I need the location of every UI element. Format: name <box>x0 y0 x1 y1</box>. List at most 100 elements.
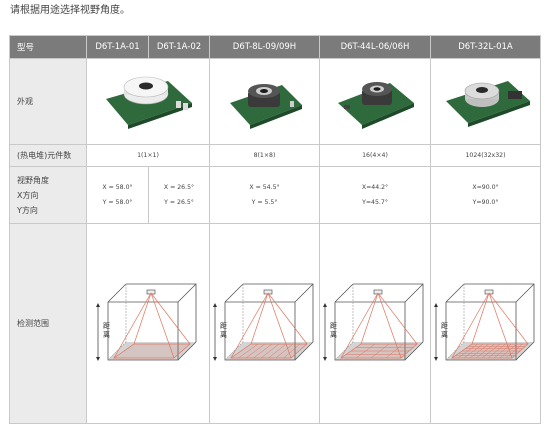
fov-x-3: X = 54.5° <box>249 184 280 191</box>
distance-label: 离 <box>103 330 110 339</box>
beam-line <box>471 292 489 344</box>
range-label: 检测范围 <box>9 223 87 424</box>
room-edge <box>177 341 197 360</box>
grid-line <box>245 343 265 358</box>
beam-line <box>488 292 512 358</box>
elements-value-3: 16(4×4) <box>319 144 431 167</box>
beam-line <box>451 292 489 358</box>
range-diagram-4: 距离 <box>430 223 541 424</box>
beam-line <box>267 292 291 358</box>
spec-table: 型号 D6T-1A-01 D6T-1A-02 D6T-8L-09/09H D6T… <box>9 35 541 424</box>
elements-value-4: 1024(32x32) <box>430 144 541 167</box>
range-diagram-3: 距离 <box>319 223 431 424</box>
beam-line <box>267 292 307 344</box>
fov-y-5: Y=90.0° <box>472 199 499 206</box>
grid-line <box>260 343 279 358</box>
fov-value-1: X = 58.0° Y = 58.0° <box>86 166 149 224</box>
grid-line <box>252 343 272 358</box>
fov-x-1: X = 58.0° <box>102 184 133 191</box>
beam-line <box>360 292 379 344</box>
distance-label: 距 <box>330 322 337 330</box>
distance-label: 离 <box>220 330 227 339</box>
fov-value-5: X=90.0° Y=90.0° <box>430 166 541 224</box>
room-edge <box>107 341 127 360</box>
sensor-photo-2 <box>209 58 320 145</box>
room-edge <box>224 341 243 360</box>
fov-y-1: Y = 58.0° <box>102 199 133 206</box>
fov-y-3: Y = 5.5° <box>251 199 278 206</box>
sensor-photo-3 <box>319 58 431 145</box>
room-edge <box>242 283 313 342</box>
fov-value-4: X=44.2° Y=45.7° <box>319 166 431 224</box>
room-edge <box>445 283 464 302</box>
grid-line <box>267 343 286 358</box>
elements-label: (热电堆)元件数 <box>9 144 87 167</box>
beam-line <box>340 292 379 358</box>
room-edge <box>515 283 534 302</box>
distance-label: 距 <box>103 322 110 330</box>
beam-line <box>250 292 268 344</box>
beam-line <box>488 292 528 344</box>
intro-text: 请根据用途选择视野角度。 <box>10 5 130 16</box>
fov-x-5: X=90.0° <box>472 184 499 191</box>
distance-label: 距 <box>220 322 227 330</box>
fov-value-2: X = 26.5° Y = 26.5° <box>148 166 210 224</box>
distance-arrow-head <box>323 356 327 361</box>
distance-arrow-head <box>96 302 100 307</box>
distance-arrow-head <box>433 356 438 361</box>
beam-line <box>377 292 402 358</box>
fov-y-2: Y = 26.5° <box>164 199 194 206</box>
sensor-image-d6t-1a <box>106 76 192 129</box>
beam-line <box>113 292 152 358</box>
range-row: 检测范围 距离 距离 距离 距离 <box>9 223 541 424</box>
fov-row: 视野角度 X方向 Y方向 X = 58.0° Y = 58.0° X = 26.… <box>9 166 541 224</box>
distance-arrow-head <box>212 302 217 307</box>
fov-y-4: Y=45.7° <box>362 199 388 206</box>
distance-arrow-head <box>212 356 217 361</box>
elements-value-1: 1(1×1) <box>86 144 210 167</box>
distance-label: 离 <box>441 330 448 339</box>
room-edge <box>463 283 534 342</box>
elements-value-2: 8(1×8) <box>209 144 320 167</box>
beam-line <box>377 292 418 344</box>
model-header-5: D6T-32L-01A <box>430 35 541 59</box>
room-edge <box>294 341 313 360</box>
fov-value-3: X = 54.5° Y = 5.5° <box>209 166 320 224</box>
room-edge <box>353 283 424 342</box>
grid-line <box>237 343 258 358</box>
sensor-photo-4 <box>430 58 541 145</box>
fov-x-2: X = 26.5° <box>163 184 195 191</box>
room-edge <box>224 283 243 302</box>
room-edge <box>334 341 354 360</box>
fov-x-4: X=44.2° <box>361 184 389 191</box>
distance-arrow-head <box>323 302 327 307</box>
sensor-image-d6t-32l <box>445 80 530 127</box>
room-edge <box>126 283 197 342</box>
sensor-photo-1 <box>86 58 210 145</box>
beam-line <box>150 292 175 358</box>
grid-line <box>282 343 300 358</box>
model-header-2: D6T-1A-02 <box>148 35 210 59</box>
elements-row: (热电堆)元件数 1(1×1) 8(1×8) 16(4×4) 1024(32x3… <box>9 144 541 167</box>
room-edge <box>294 283 313 302</box>
fov-label: 视野角度 X方向 Y方向 <box>9 166 87 224</box>
header-row: 型号 D6T-1A-01 D6T-1A-02 D6T-8L-09/09H D6T… <box>9 35 541 59</box>
appearance-row: 外观 <box>9 58 541 145</box>
model-header-3: D6T-8L-09/09H <box>209 35 320 59</box>
sensor-image-d6t-8l <box>229 83 302 129</box>
detection-range-diagram-1: 距离 <box>96 283 197 361</box>
beam-line <box>150 292 191 344</box>
room-edge <box>107 283 127 302</box>
sensor-image-d6t-44l <box>338 81 414 129</box>
fov-label-title: 视野角度 <box>17 175 49 185</box>
appearance-label: 外观 <box>9 58 87 145</box>
room-edge <box>515 341 534 360</box>
distance-label: 离 <box>330 330 337 339</box>
detection-range-diagram-2: 距离 <box>212 283 313 361</box>
room-edge <box>177 283 197 302</box>
room-edge <box>334 283 354 302</box>
model-header-4: D6T-44L-06/06H <box>319 35 431 59</box>
room-edge <box>404 341 424 360</box>
beam-line <box>133 292 152 344</box>
room-edge <box>404 283 424 302</box>
